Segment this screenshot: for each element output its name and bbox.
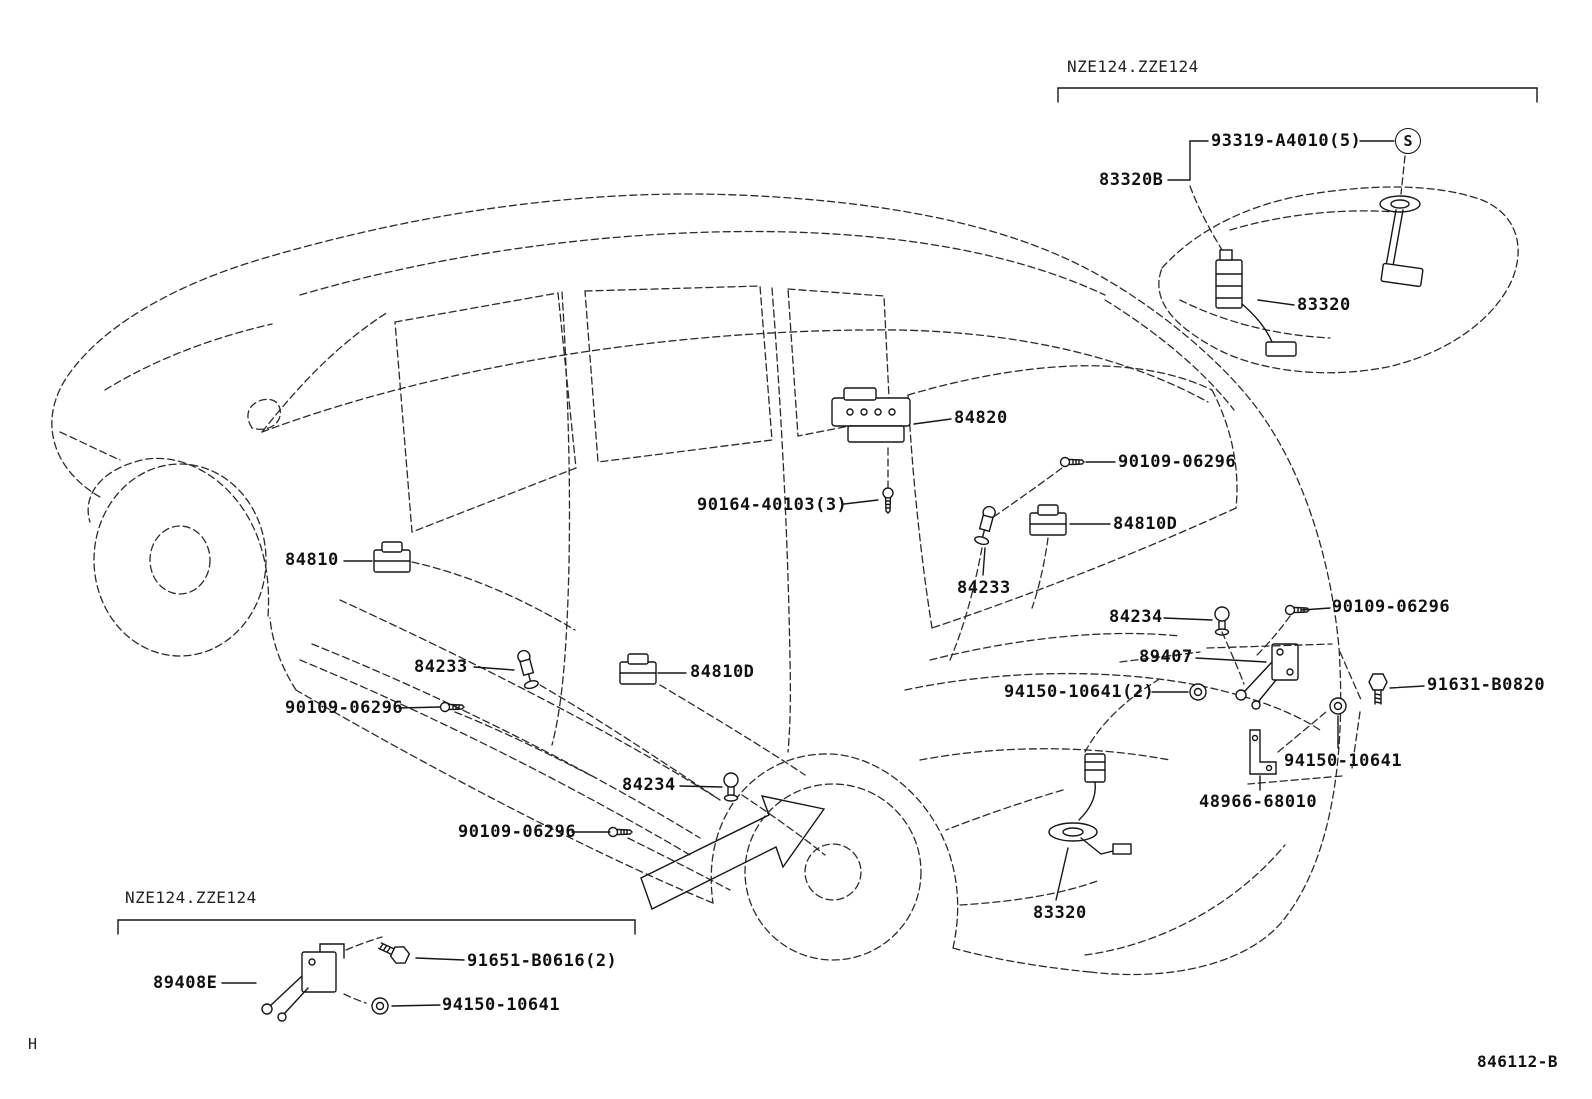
symbol-s-badge[interactable]: S [1395,128,1421,154]
master-switch-84820-icon [831,387,911,443]
clip-84234-left-icon [723,772,739,802]
screw-90109-left-icon [439,701,465,713]
part-label-84810[interactable]: 84810 [285,550,339,570]
bracket-bottom-left [117,919,636,935]
bracket-48966-icon [1249,729,1277,775]
variant-header-bottom: NZE124.ZZE124 [125,888,257,907]
screw-90164-icon [882,487,894,514]
part-label-83320-floor[interactable]: 83320 [1033,903,1087,923]
clip-84234-right-icon [1214,606,1230,636]
part-label-90164-40103[interactable]: 90164-40103(3) [697,495,848,515]
part-label-91631-B0820[interactable]: 91631-B0820 [1427,675,1546,695]
sensor-84233-left-icon [517,649,539,690]
part-label-90109-d[interactable]: 90109-06296 [458,822,577,842]
switch-84810D-right-icon [1029,504,1067,536]
side-windows [394,285,891,753]
bolt-91651-icon [378,942,411,964]
direction-arrow-icon [640,795,826,910]
screw-90109-bottom-icon [607,826,633,838]
height-sensor-89407-icon [1235,643,1299,710]
part-label-90109-c[interactable]: 90109-06296 [285,698,404,718]
height-sensor-89408E-icon [261,943,345,1022]
bracket-top-right [1057,87,1538,103]
grommet-94150-2-icon [1189,683,1207,701]
part-label-48966-68010[interactable]: 48966-68010 [1199,792,1318,812]
part-label-84234-left[interactable]: 84234 [622,775,676,795]
screw-90109-top-icon [1059,456,1085,468]
fuel-sender-rear-icon [1048,753,1132,855]
part-label-94150-bottom[interactable]: 94150-10641 [442,995,561,1015]
part-label-93319-A4010[interactable]: 93319-A4010(5) [1211,131,1362,151]
part-label-84820[interactable]: 84820 [954,408,1008,428]
part-label-89408E[interactable]: 89408E [153,973,218,993]
leader-lines [221,140,1425,1007]
fuel-tank-inset [1158,155,1519,374]
part-label-84810D-right[interactable]: 84810D [1113,514,1178,534]
grommet-94150-bottom-icon [371,997,389,1015]
front-wheel [93,463,267,657]
switch-84810-icon [373,541,411,573]
part-label-84233-right[interactable]: 84233 [957,578,1011,598]
part-label-83320B[interactable]: 83320B [1099,170,1164,190]
part-label-94150-2[interactable]: 94150-10641(2) [1004,682,1155,702]
part-label-94150-right[interactable]: 94150-10641 [1284,751,1403,771]
grommet-94150-right-icon [1329,697,1347,715]
corner-mark: H [28,1035,38,1053]
part-label-84233-left[interactable]: 84233 [414,657,468,677]
variant-header-top: NZE124.ZZE124 [1067,57,1199,76]
part-label-84234-right[interactable]: 84234 [1109,607,1163,627]
sensor-84233-right-icon [974,505,996,546]
rear-wheel [744,783,922,961]
drawing-number: 846112-B [1477,1052,1559,1071]
car-body-outline [51,193,1342,976]
part-label-91651-B0616[interactable]: 91651-B0616(2) [467,951,618,971]
bolt-91631-icon [1368,673,1388,705]
part-label-83320-tank[interactable]: 83320 [1297,295,1351,315]
part-label-84810D-center[interactable]: 84810D [690,662,755,682]
dashed-connectors [343,447,1363,1004]
fuel-sender-unit-icon [1215,249,1297,357]
switch-84810D-center-icon [619,653,657,685]
fuel-sender-gauge-icon [1379,195,1424,288]
part-label-90109-a[interactable]: 90109-06296 [1118,452,1237,472]
part-label-90109-b[interactable]: 90109-06296 [1332,597,1451,617]
part-label-89407[interactable]: 89407 [1139,647,1193,667]
